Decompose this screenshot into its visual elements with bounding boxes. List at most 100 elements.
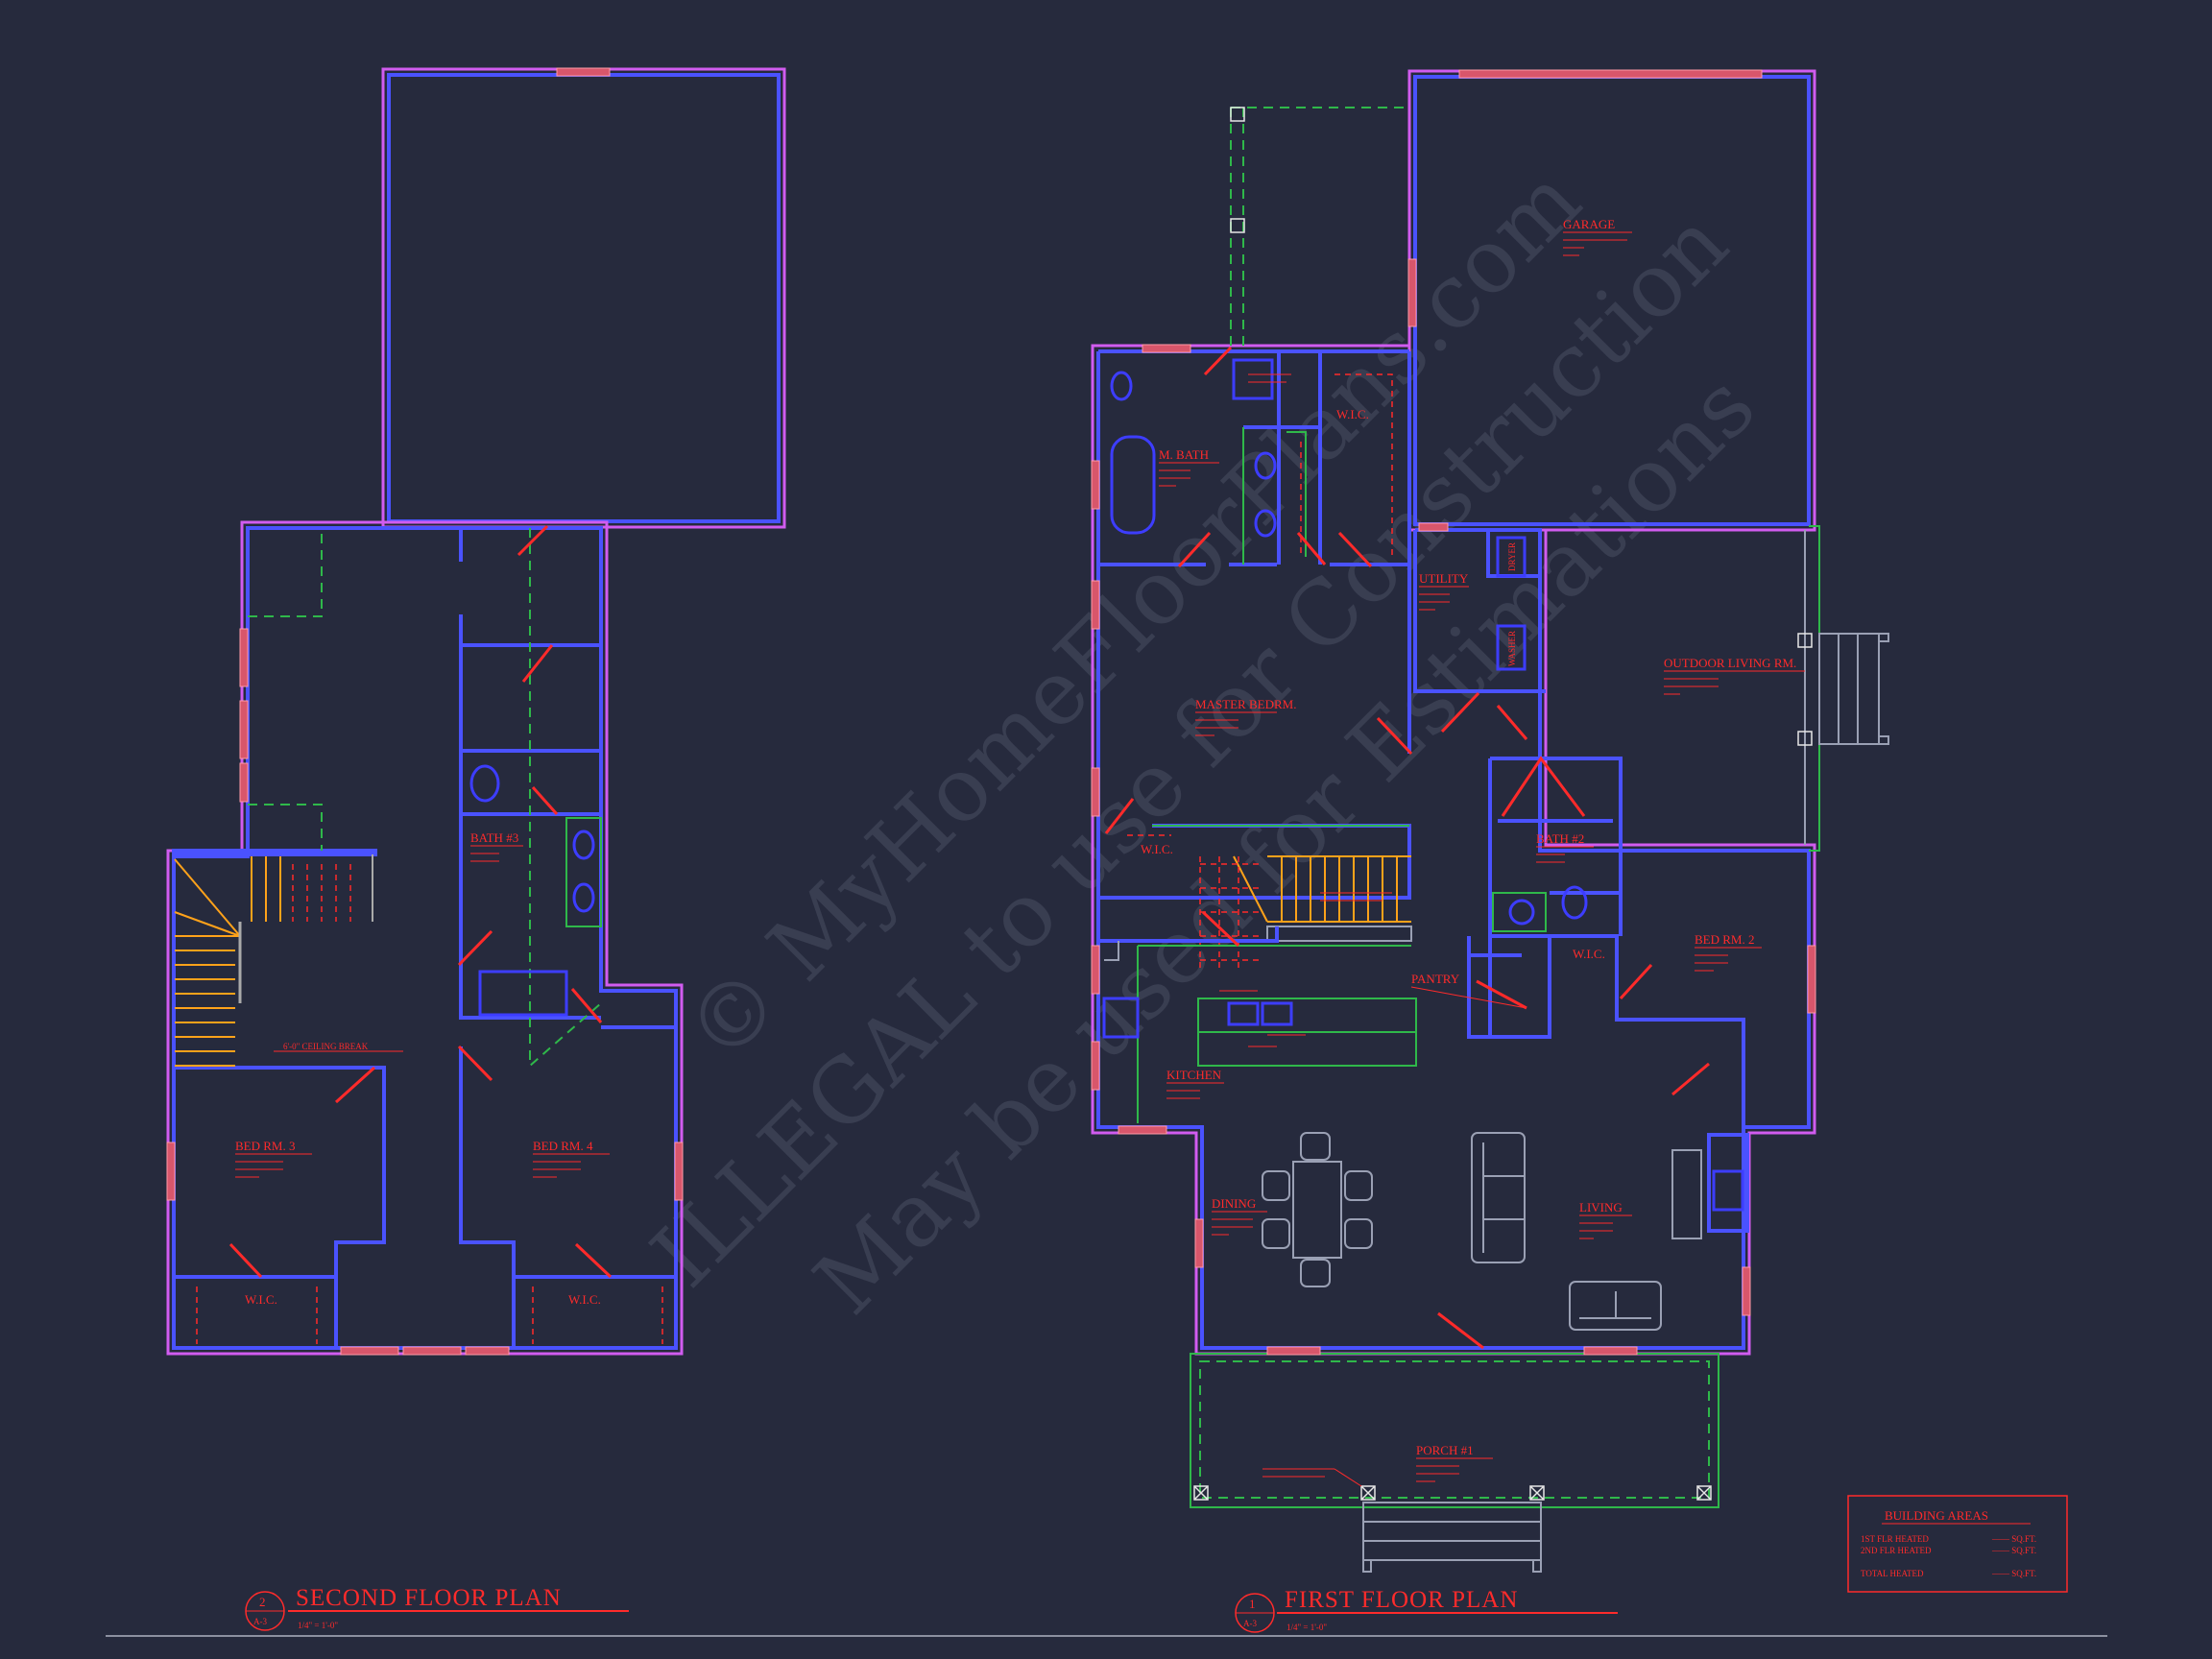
vanity: [1242, 427, 1307, 565]
door-swing[interactable]: [1619, 963, 1653, 1000]
toilet-icon: [1561, 885, 1588, 920]
stair-winder: [174, 858, 241, 937]
detail-marker-number: 1: [1249, 1597, 1256, 1611]
pantry-wall: [1467, 936, 1522, 1039]
door-swing[interactable]: [1437, 1311, 1484, 1350]
window: [340, 1346, 399, 1356]
sink-icon: [1227, 1001, 1260, 1026]
window: [239, 628, 249, 687]
garage-door: [1458, 69, 1763, 79]
shower-icon: [1232, 358, 1274, 400]
door-swing[interactable]: [1671, 1062, 1710, 1096]
door-swing[interactable]: [517, 524, 549, 557]
room-label-dining: DINING: [1212, 1196, 1256, 1211]
window: [239, 700, 249, 759]
room-label-living: LIVING: [1579, 1200, 1623, 1214]
porch-outline: [1190, 1353, 1719, 1508]
second-floor-plan: BATH #3 BED RM. 3 BED RM. 4 W.I.C. W.I.C…: [166, 67, 786, 1631]
tub-outline: [1501, 756, 1586, 817]
window: [1091, 460, 1100, 510]
door-swing[interactable]: [1337, 531, 1373, 568]
door-swing[interactable]: [1104, 798, 1135, 834]
room-label-wic: W.I.C.: [1573, 947, 1605, 961]
attic-access: [248, 528, 323, 617]
stair-winder: [1233, 855, 1268, 923]
dryer-icon: [1496, 536, 1527, 578]
door-swing[interactable]: [334, 1066, 376, 1104]
stair-treads: [1281, 856, 1398, 922]
door-swing[interactable]: [1476, 979, 1527, 1010]
building-areas-table: BUILDING AREAS 1ST FLR HEATED —— SQ.FT. …: [1847, 1495, 2068, 1593]
window: [1194, 1218, 1204, 1268]
dining-table: [1262, 1132, 1373, 1287]
wall: [459, 1046, 516, 1348]
door-swing[interactable]: [570, 988, 603, 1023]
fireplace-icon: [1712, 1169, 1744, 1212]
sofa-icon: [1471, 1132, 1526, 1263]
table-icon: [1292, 1161, 1342, 1259]
sink-icon: [1508, 899, 1535, 926]
door-swing[interactable]: [531, 786, 559, 815]
first-floor-plan: DRYER WASHER: [1091, 69, 1889, 1633]
bathtub-icon: [478, 970, 568, 1017]
dryer-label: DRYER: [1507, 542, 1517, 571]
wall: [174, 1066, 386, 1348]
chair-icon: [1300, 1259, 1331, 1287]
sink-icon: [1254, 509, 1277, 538]
chair-icon: [1300, 1132, 1331, 1161]
closet-rod: [196, 1286, 318, 1344]
window: [1091, 1041, 1100, 1091]
window: [1118, 1125, 1167, 1135]
porch-steps: [1362, 1502, 1542, 1573]
room-label-outdoor-living: OUTDOOR LIVING RM.: [1664, 656, 1796, 670]
door-swing[interactable]: [1201, 910, 1240, 948]
watermark-line-2: ILLEGAL to use for Construction: [633, 192, 1747, 1307]
wall: [1098, 926, 1279, 943]
building-areas-title: BUILDING AREAS: [1885, 1508, 1988, 1523]
first-floor-scale: 1/4" = 1'-0": [1286, 1623, 1327, 1632]
window: [1091, 767, 1100, 817]
room-label-bath-3: BATH #3: [470, 830, 518, 845]
room-label-wic: W.I.C.: [1336, 407, 1369, 421]
door-swing[interactable]: [457, 929, 493, 967]
vanity: [565, 817, 602, 927]
washer-icon: [1496, 624, 1527, 671]
door-swing[interactable]: [1496, 705, 1528, 740]
window: [166, 1142, 176, 1201]
area-row-value: —— SQ.FT.: [1991, 1546, 2036, 1555]
door-swing[interactable]: [457, 1045, 493, 1082]
detail-marker-number: 2: [259, 1595, 266, 1609]
door-swing[interactable]: [1296, 532, 1327, 565]
window: [239, 762, 249, 803]
closet-rod: [532, 1286, 663, 1344]
room-label-bed-3: BED RM. 3: [235, 1139, 295, 1153]
stair-rail: [1266, 926, 1412, 942]
detail-marker-sheet: A-3: [1243, 1619, 1257, 1628]
post: [1230, 218, 1245, 233]
door-swing[interactable]: [1440, 691, 1480, 733]
second-floor-inner: [172, 526, 678, 1350]
sofa-icon: [1569, 1281, 1662, 1331]
toilet-icon: [469, 764, 500, 803]
door-swing[interactable]: [1376, 716, 1413, 756]
window: [1407, 258, 1417, 327]
first-floor-title: FIRST FLOOR PLAN: [1285, 1587, 1518, 1613]
door-swing[interactable]: [1203, 346, 1233, 376]
fireplace-hearth: [1671, 1149, 1702, 1239]
chair-icon: [1344, 1170, 1373, 1201]
pantry-edge: [1104, 941, 1119, 961]
door-swing[interactable]: [521, 644, 554, 683]
window: [402, 1346, 462, 1356]
room-label-bath-2: BATH #2: [1536, 831, 1584, 846]
door-swing[interactable]: [574, 1242, 613, 1279]
door-swing[interactable]: [1177, 531, 1212, 568]
bath-2-fixtures: [1508, 885, 1588, 926]
first-floor-title-block: 1 A-3 FIRST FLOOR PLAN 1/4" = 1'-0": [1235, 1587, 1618, 1633]
watermark: © MyHomeFloorPlans.com ILLEGAL to use fo…: [633, 149, 1775, 1334]
area-row-value: —— SQ.FT.: [1991, 1534, 2036, 1544]
window: [1742, 1266, 1751, 1316]
door-swing[interactable]: [228, 1242, 263, 1279]
range-icon: [1102, 997, 1140, 1039]
chair-icon: [1262, 1170, 1290, 1201]
